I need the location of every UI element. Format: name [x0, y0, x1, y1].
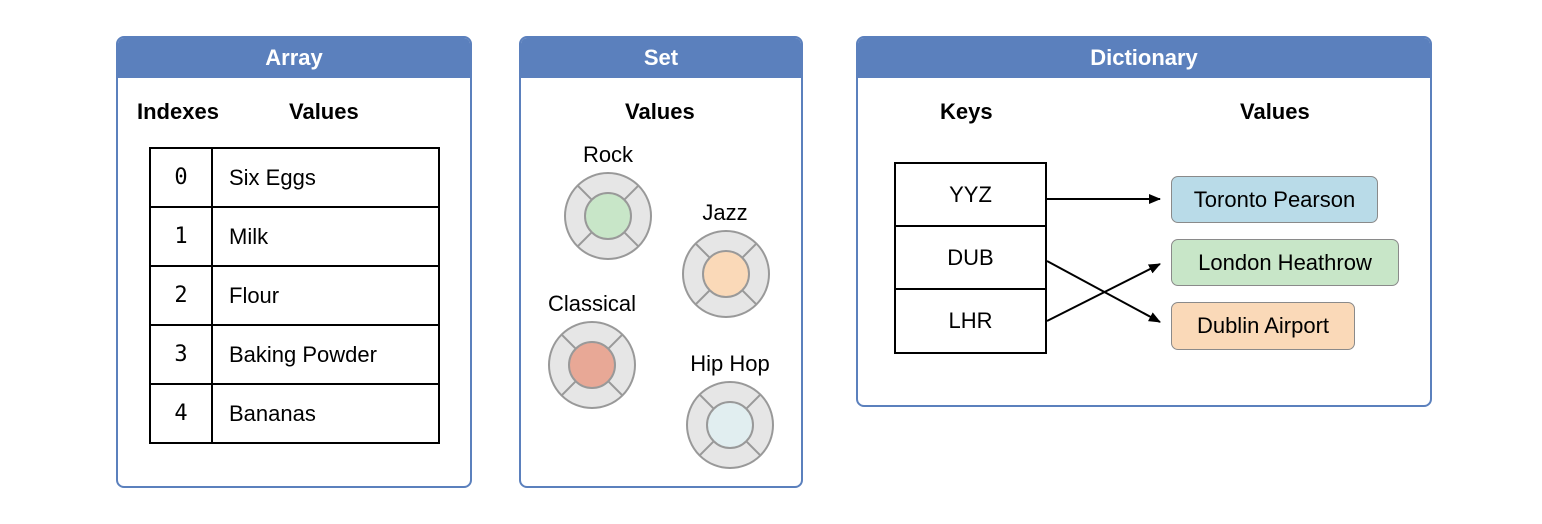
- dictionary-value-label: Toronto Pearson: [1193, 186, 1356, 212]
- dictionary-keys-heading: Keys: [940, 99, 993, 124]
- array-panel-title: Array: [118, 38, 470, 78]
- array-values-heading: Values: [289, 99, 359, 124]
- array-value: Six Eggs: [211, 147, 440, 208]
- array-value: Milk: [211, 206, 440, 267]
- set-item-classical-icon: [548, 321, 636, 409]
- dictionary-value-london: London Heathrow: [1171, 239, 1399, 286]
- dictionary-value-toronto: Toronto Pearson: [1171, 176, 1378, 223]
- set-item-rock-icon: [564, 172, 652, 260]
- dictionary-panel: Dictionary Keys Values YYZ DUB LHR Toron…: [856, 36, 1432, 407]
- set-item-label: Classical: [547, 291, 637, 316]
- dictionary-value-dublin: Dublin Airport: [1171, 302, 1355, 350]
- array-value: Baking Powder: [211, 324, 440, 385]
- set-item-hiphop-icon: [686, 381, 774, 469]
- dictionary-panel-title: Dictionary: [858, 38, 1430, 78]
- set-panel-title: Set: [521, 38, 801, 78]
- array-row: 1 Milk: [149, 206, 440, 267]
- set-item-label: Hip Hop: [690, 351, 770, 376]
- array-table: 0 Six Eggs 1 Milk 2 Flour 3 Baking Powde…: [149, 147, 440, 444]
- array-index: 3: [149, 324, 213, 385]
- arrow-lhr-to-london: [1046, 263, 1161, 322]
- dictionary-values-heading: Values: [1240, 99, 1310, 124]
- array-index: 4: [149, 383, 213, 444]
- array-panel: Array Indexes Values 0 Six Eggs 1 Milk 2…: [116, 36, 472, 488]
- array-value: Bananas: [211, 383, 440, 444]
- dictionary-arrows: [1046, 194, 1161, 323]
- set-item-label: Jazz: [702, 200, 748, 225]
- array-row: 4 Bananas: [149, 383, 440, 444]
- dictionary-value-label: London Heathrow: [1198, 249, 1372, 275]
- array-value: Flour: [211, 265, 440, 326]
- array-index: 0: [149, 147, 213, 208]
- set-item-label: Rock: [582, 142, 634, 167]
- dictionary-key: YYZ: [894, 162, 1047, 227]
- dictionary-value-label: Dublin Airport: [1196, 313, 1330, 338]
- dictionary-key: DUB: [894, 225, 1047, 290]
- set-item-jazz-icon: [682, 230, 770, 318]
- array-index: 2: [149, 265, 213, 326]
- array-row: 0 Six Eggs: [149, 147, 440, 208]
- array-index: 1: [149, 206, 213, 267]
- set-panel: Set Values Rock Jazz Classical Hip Hop: [519, 36, 803, 488]
- dictionary-key: LHR: [894, 288, 1047, 354]
- array-indexes-heading: Indexes: [137, 99, 219, 124]
- array-row: 3 Baking Powder: [149, 324, 440, 385]
- set-values-heading: Values: [625, 99, 695, 124]
- array-row: 2 Flour: [149, 265, 440, 326]
